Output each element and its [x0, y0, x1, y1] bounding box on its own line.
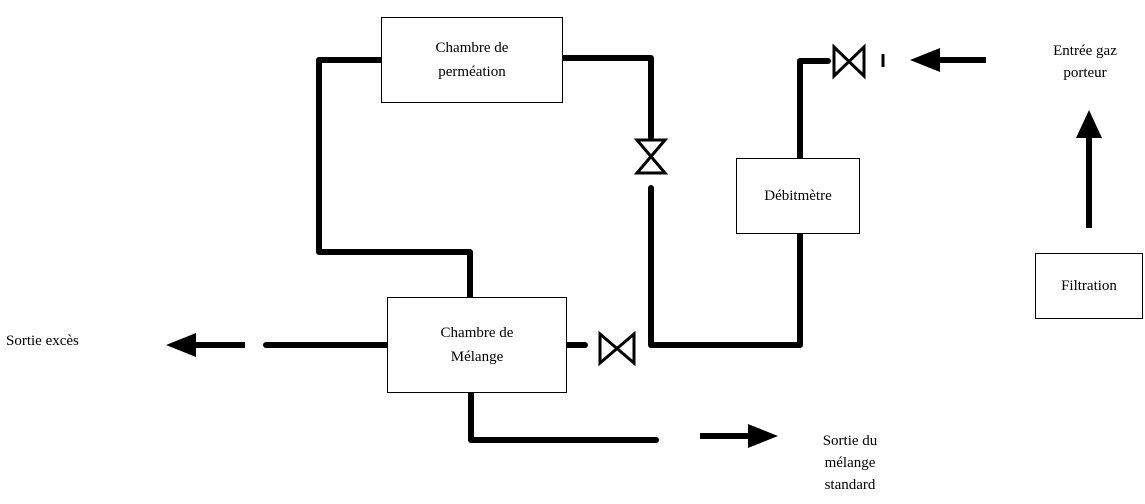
pipe-melange-outlet — [468, 390, 659, 443]
permeation-line-1: Chambre de — [435, 40, 509, 56]
arrow-sortie-melange-icon — [700, 424, 778, 448]
debitmetre-label: Débitmètre — [764, 188, 832, 204]
entree-line-1: Entrée gaz — [1053, 43, 1117, 59]
filtration-box: Filtration — [1035, 253, 1143, 319]
pipe-permeation-right-to-valve — [560, 55, 654, 140]
melange-chamber-box: Chambre de Mélange — [387, 297, 567, 393]
sortie-melange-line-2: mélange — [824, 455, 876, 471]
sortie-exces-label: Sortie excès — [6, 330, 79, 352]
pipe-permeation-left — [316, 57, 473, 300]
pipe-debitmetre-to-inlet — [797, 58, 831, 161]
entree-gaz-label: Entrée gaz porteur — [1025, 40, 1145, 84]
arrow-sortie-exces-icon — [166, 333, 245, 357]
permeation-chamber-box: Chambre de perméation — [381, 17, 563, 103]
sortie-melange-label: Sortie du mélange standard — [795, 430, 905, 496]
sortie-melange-line-3: standard — [824, 477, 876, 493]
pipe-valve-to-junction — [648, 185, 803, 348]
debitmetre-box: Débitmètre — [736, 158, 860, 234]
entree-line-2: porteur — [1063, 65, 1107, 81]
melange-line-1: Chambre de — [440, 325, 514, 341]
melange-line-2: Mélange — [450, 349, 504, 365]
valve-inlet-icon — [832, 43, 866, 80]
valve-melange-icon — [598, 330, 636, 367]
valve-vertical-icon — [633, 138, 669, 175]
sortie-melange-line-1: Sortie du — [822, 433, 878, 449]
permeation-line-2: perméation — [438, 64, 506, 80]
arrow-entree-icon — [910, 48, 986, 72]
sortie-exces-text: Sortie excès — [6, 333, 79, 349]
filtration-label: Filtration — [1061, 278, 1117, 294]
arrow-filtration-up-icon — [1076, 110, 1102, 228]
